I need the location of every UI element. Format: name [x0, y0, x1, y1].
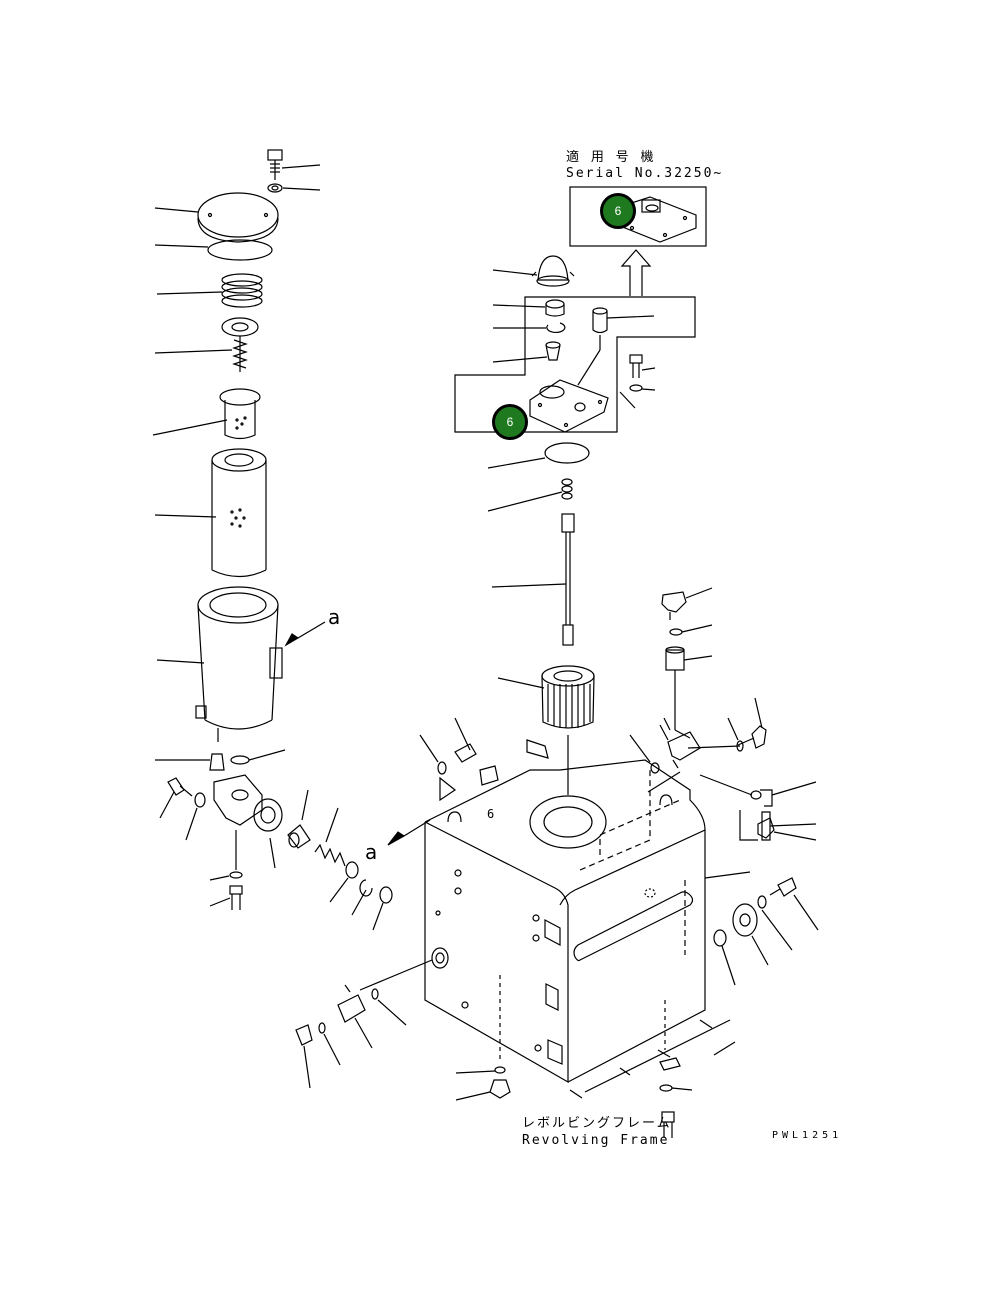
- valve-bypass: [154, 317, 259, 372]
- elbow-bolt: [159, 777, 193, 819]
- fitting-o-ring: [669, 624, 713, 636]
- upper-tank-bolt: [454, 717, 477, 763]
- elbow-fitting-top: [661, 587, 713, 620]
- elbow-block: [213, 774, 283, 870]
- drawing-code: PWL1251: [772, 1130, 843, 1141]
- right-mount-nut: [659, 1057, 681, 1071]
- elbow-fitting-mid: [750, 781, 817, 807]
- small-o-ring-2: [629, 734, 660, 774]
- part-callout-6-breather[interactable]: 6: [492, 404, 528, 440]
- view-arrow-a-upper: [284, 621, 326, 647]
- view-arrow-a-lower: [387, 819, 431, 846]
- spring: [156, 273, 263, 308]
- serial-variant-box: [569, 186, 707, 247]
- hose-ring: [329, 861, 359, 903]
- right-mount-washer: [659, 1084, 693, 1092]
- tank-leader-lines: [704, 871, 751, 879]
- drain-elbow: [295, 1024, 313, 1089]
- filter-element: [154, 448, 267, 578]
- view-marker-a-upper: a: [328, 605, 341, 629]
- sight-gauge-gasket: [713, 929, 736, 986]
- revolving-frame-en: Revolving Frame: [522, 1133, 670, 1148]
- suction-strainer: [497, 665, 595, 795]
- drain-o-ring: [371, 988, 407, 1026]
- hose-pipe: [761, 811, 817, 841]
- revolving-frame-jp: レボルビングフレーム: [522, 1116, 672, 1131]
- serial-applicability-jp: 適 用 号 機: [566, 150, 656, 165]
- upgrade-arrow: [620, 249, 652, 296]
- side-washer: [757, 895, 793, 951]
- breather-bracket-outline: [454, 296, 696, 433]
- drain-cock: [337, 984, 373, 1049]
- level-spring: [487, 478, 573, 512]
- bottom-bolt: [209, 885, 243, 910]
- filter-assembly: [152, 149, 431, 931]
- breather-nut: [492, 299, 565, 317]
- dipstick: [491, 513, 575, 646]
- view-marker-a-lower: a: [365, 840, 378, 864]
- side-flange: [732, 903, 769, 966]
- o-ring: [154, 239, 273, 261]
- breather-cap: [492, 255, 575, 287]
- tank-right-face: [567, 830, 706, 1083]
- mount-bolt-head: [455, 1079, 511, 1101]
- bottom-washer: [209, 871, 243, 881]
- part-callout-6-variant[interactable]: 6: [600, 193, 636, 229]
- filter-cover: [154, 192, 279, 243]
- sensor-plug: [577, 307, 655, 386]
- breather-bolt: [629, 354, 656, 378]
- tank-front-face: [424, 821, 569, 1084]
- breather-ring: [493, 322, 566, 334]
- side-bolt: [769, 877, 819, 931]
- snap-ring: [351, 879, 373, 916]
- breather-washer: [629, 384, 656, 392]
- elbow-fitting-right: [751, 697, 767, 749]
- hose-spring: [314, 807, 346, 867]
- breather-base: [529, 379, 636, 433]
- upper-tank-washer: [419, 734, 447, 775]
- top-bolt: [267, 149, 321, 180]
- strainer: [152, 388, 261, 440]
- svg-text:6: 6: [487, 807, 494, 821]
- top-washer: [267, 183, 321, 193]
- breather-pin: [492, 341, 561, 363]
- connector: [287, 789, 311, 849]
- gasket-small: [372, 886, 393, 931]
- elbow-fitting-bottom: [757, 817, 817, 841]
- drain-plug: [155, 753, 225, 771]
- tank-cap-o-ring: [487, 442, 590, 469]
- elbow-washer: [185, 792, 206, 841]
- filter-case: [156, 586, 283, 742]
- serial-number-label: Serial No.32250~: [566, 166, 724, 181]
- mount-nut: [455, 1066, 506, 1074]
- tank-bottom-parts: [295, 717, 693, 1138]
- small-o-ring: [230, 749, 286, 765]
- hydraulic-tank: 6: [359, 739, 736, 1099]
- hose-tee: [659, 717, 701, 769]
- drain-small-o-ring: [318, 1022, 341, 1066]
- right-mount-bolt: [661, 1111, 675, 1138]
- right-fittings: [629, 587, 819, 986]
- hose-nut: [665, 646, 713, 739]
- tank-top-face: [424, 759, 706, 906]
- pipe-lines: [647, 737, 758, 841]
